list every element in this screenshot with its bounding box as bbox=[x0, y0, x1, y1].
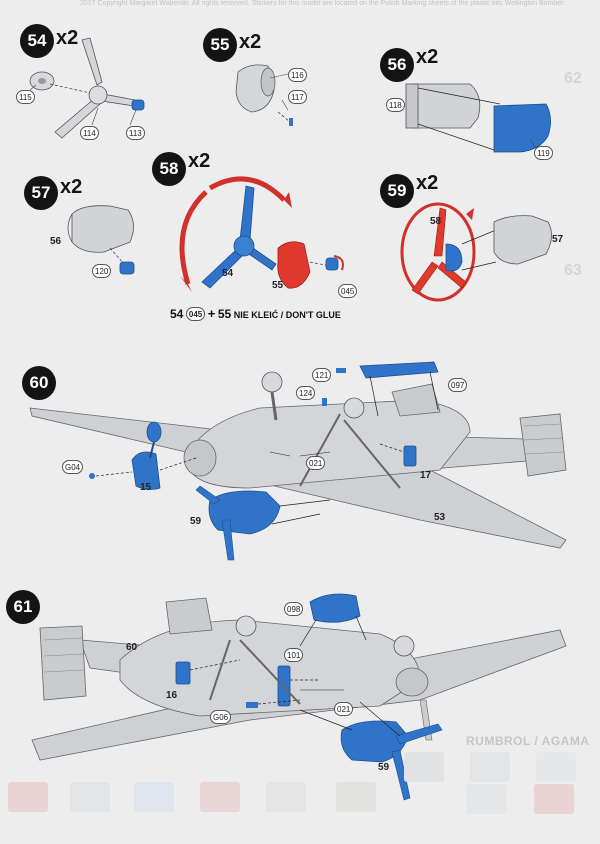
paint-swatch bbox=[534, 784, 574, 814]
paint-swatch bbox=[470, 752, 510, 782]
part-label: 119 bbox=[534, 146, 553, 160]
step-55-multiplier: x2 bbox=[239, 31, 262, 53]
part-label: 115 bbox=[16, 90, 35, 104]
part-label: 57 bbox=[552, 234, 564, 245]
step57-nacelle-drawing bbox=[67, 205, 135, 275]
step-61-badge: 61 bbox=[6, 590, 40, 624]
glue-note-text: NIE KLEIĆ / DON'T GLUE bbox=[233, 310, 341, 320]
part-label: 021 bbox=[334, 702, 354, 716]
step61-aircraft-drawing bbox=[31, 593, 567, 801]
glue-note: 54 045 + 55 NIE KLEIĆ / DON'T GLUE bbox=[170, 306, 341, 322]
header-copyright-text: 2017 Copyright Margaret Waberski. All ri… bbox=[80, 0, 566, 7]
step55-nacelle-drawing bbox=[235, 64, 293, 126]
glue-note-part-a: 54 bbox=[170, 307, 184, 321]
part-label: G04 bbox=[62, 460, 84, 474]
glue-note-part-c: 55 bbox=[217, 307, 232, 321]
step-55-badge: 55 bbox=[203, 28, 237, 62]
paint-swatch bbox=[536, 752, 576, 782]
part-label: 60 bbox=[126, 642, 138, 653]
paint-swatch bbox=[70, 782, 110, 812]
part-label: 59 bbox=[378, 762, 390, 773]
step-60-badge: 60 bbox=[22, 366, 56, 400]
part-label: 045 bbox=[338, 284, 358, 298]
paint-swatch bbox=[404, 752, 444, 782]
glue-note-part-b: 045 bbox=[185, 307, 206, 321]
step56-cowling-drawing bbox=[405, 83, 551, 153]
step59-assembly-drawing bbox=[400, 202, 552, 302]
part-label: 114 bbox=[80, 126, 99, 140]
ghost-step-number: 63 bbox=[564, 262, 582, 279]
part-label: 53 bbox=[434, 512, 446, 523]
part-label: 16 bbox=[166, 690, 178, 701]
part-label: 118 bbox=[386, 98, 405, 112]
part-label: 55 bbox=[272, 280, 284, 291]
part-label: 121 bbox=[312, 368, 332, 382]
ghost-step-number: 62 bbox=[564, 70, 582, 87]
step60-aircraft-drawing bbox=[29, 361, 567, 561]
part-label: 54 bbox=[222, 268, 234, 279]
step-56-badge: 56 bbox=[380, 48, 414, 82]
step-54-badge: 54 bbox=[20, 24, 54, 58]
paint-swatch bbox=[466, 784, 506, 814]
paint-swatch bbox=[200, 782, 240, 812]
step-58-badge: 58 bbox=[152, 152, 186, 186]
part-label: 58 bbox=[430, 216, 442, 227]
step-59-badge: 59 bbox=[380, 174, 414, 208]
part-label: 120 bbox=[92, 264, 112, 278]
part-label: 021 bbox=[306, 456, 326, 470]
part-label: 56 bbox=[50, 236, 62, 247]
step-57-badge: 57 bbox=[24, 176, 58, 210]
paint-swatch bbox=[336, 782, 376, 812]
part-label: G06 bbox=[210, 710, 232, 724]
part-label: 59 bbox=[190, 516, 202, 527]
step-57-multiplier: x2 bbox=[60, 176, 83, 198]
step58-propeller-drawing bbox=[179, 176, 344, 292]
paint-swatch bbox=[8, 782, 48, 812]
part-label: 113 bbox=[126, 126, 145, 140]
step-59-multiplier: x2 bbox=[416, 172, 439, 194]
step-56-multiplier: x2 bbox=[416, 46, 439, 68]
part-label: 116 bbox=[288, 68, 307, 82]
part-label: 17 bbox=[420, 470, 432, 481]
part-label: 098 bbox=[284, 602, 304, 616]
step-54-multiplier: x2 bbox=[56, 27, 79, 49]
glue-note-plus: + bbox=[207, 306, 216, 321]
paint-brand-label: RUMBROL / AGAMA bbox=[466, 734, 590, 748]
part-label: 124 bbox=[296, 386, 316, 400]
part-label: 101 bbox=[284, 648, 304, 662]
part-label: 097 bbox=[448, 378, 468, 392]
paint-swatch bbox=[134, 782, 174, 812]
part-label: 15 bbox=[140, 482, 152, 493]
part-label: 117 bbox=[288, 90, 307, 104]
paint-swatch bbox=[266, 782, 306, 812]
step-58-multiplier: x2 bbox=[188, 150, 211, 172]
step54-propeller-drawing bbox=[29, 37, 145, 139]
